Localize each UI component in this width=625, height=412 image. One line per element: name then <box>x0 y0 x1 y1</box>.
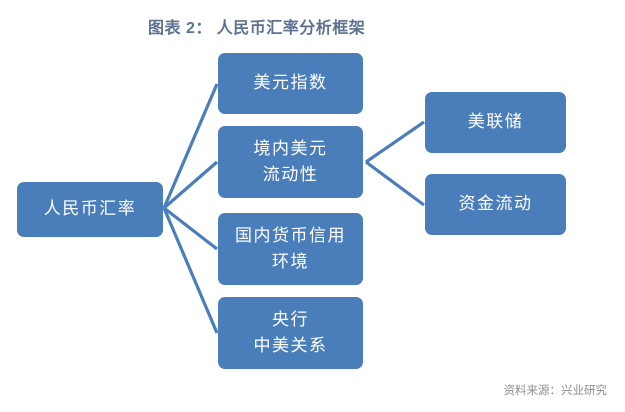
edge-root-to-central-bank-sino-us <box>162 207 219 334</box>
edge-liquidity-to-capital-flows <box>365 160 425 207</box>
edge-root-to-monetary-credit-env <box>163 206 218 251</box>
node-label-line: 中美关系 <box>253 336 328 355</box>
node-label-line: 流动性 <box>262 165 319 184</box>
node-monetary-credit-environment[interactable]: 国内货币信用 环境 <box>218 213 363 285</box>
edge-liquidity-to-fed <box>365 120 425 164</box>
node-label-line: 美元指数 <box>253 73 328 93</box>
node-label-line: 美联储 <box>467 112 524 132</box>
edge-root-to-domestic-usd-liquidity <box>162 160 219 210</box>
node-label-line: 境内美元 <box>253 138 328 158</box>
node-rmb-exchange-rate[interactable]: 人民币汇率 <box>17 182 163 237</box>
node-central-bank-sino-us-relations[interactable]: 央行 中美关系 <box>218 297 363 369</box>
node-label-line: 央行 <box>272 309 309 329</box>
node-capital-flows[interactable]: 资金流动 <box>425 174 566 235</box>
node-domestic-usd-liquidity[interactable]: 境内美元 流动性 <box>218 126 363 198</box>
node-label-line: 人民币汇率 <box>43 199 137 219</box>
node-federal-reserve[interactable]: 美联储 <box>425 92 566 153</box>
node-label-line: 资金流动 <box>458 194 533 214</box>
page-title: 图表 2： 人民币汇率分析框架 <box>148 20 366 37</box>
node-usd-index[interactable]: 美元指数 <box>218 53 363 114</box>
node-label-line: 国内货币信用 <box>235 225 346 245</box>
source-note: 资料来源：兴业研究 <box>503 385 608 397</box>
edge-root-to-usd-index <box>162 83 219 209</box>
node-label-line: 环境 <box>272 252 309 271</box>
